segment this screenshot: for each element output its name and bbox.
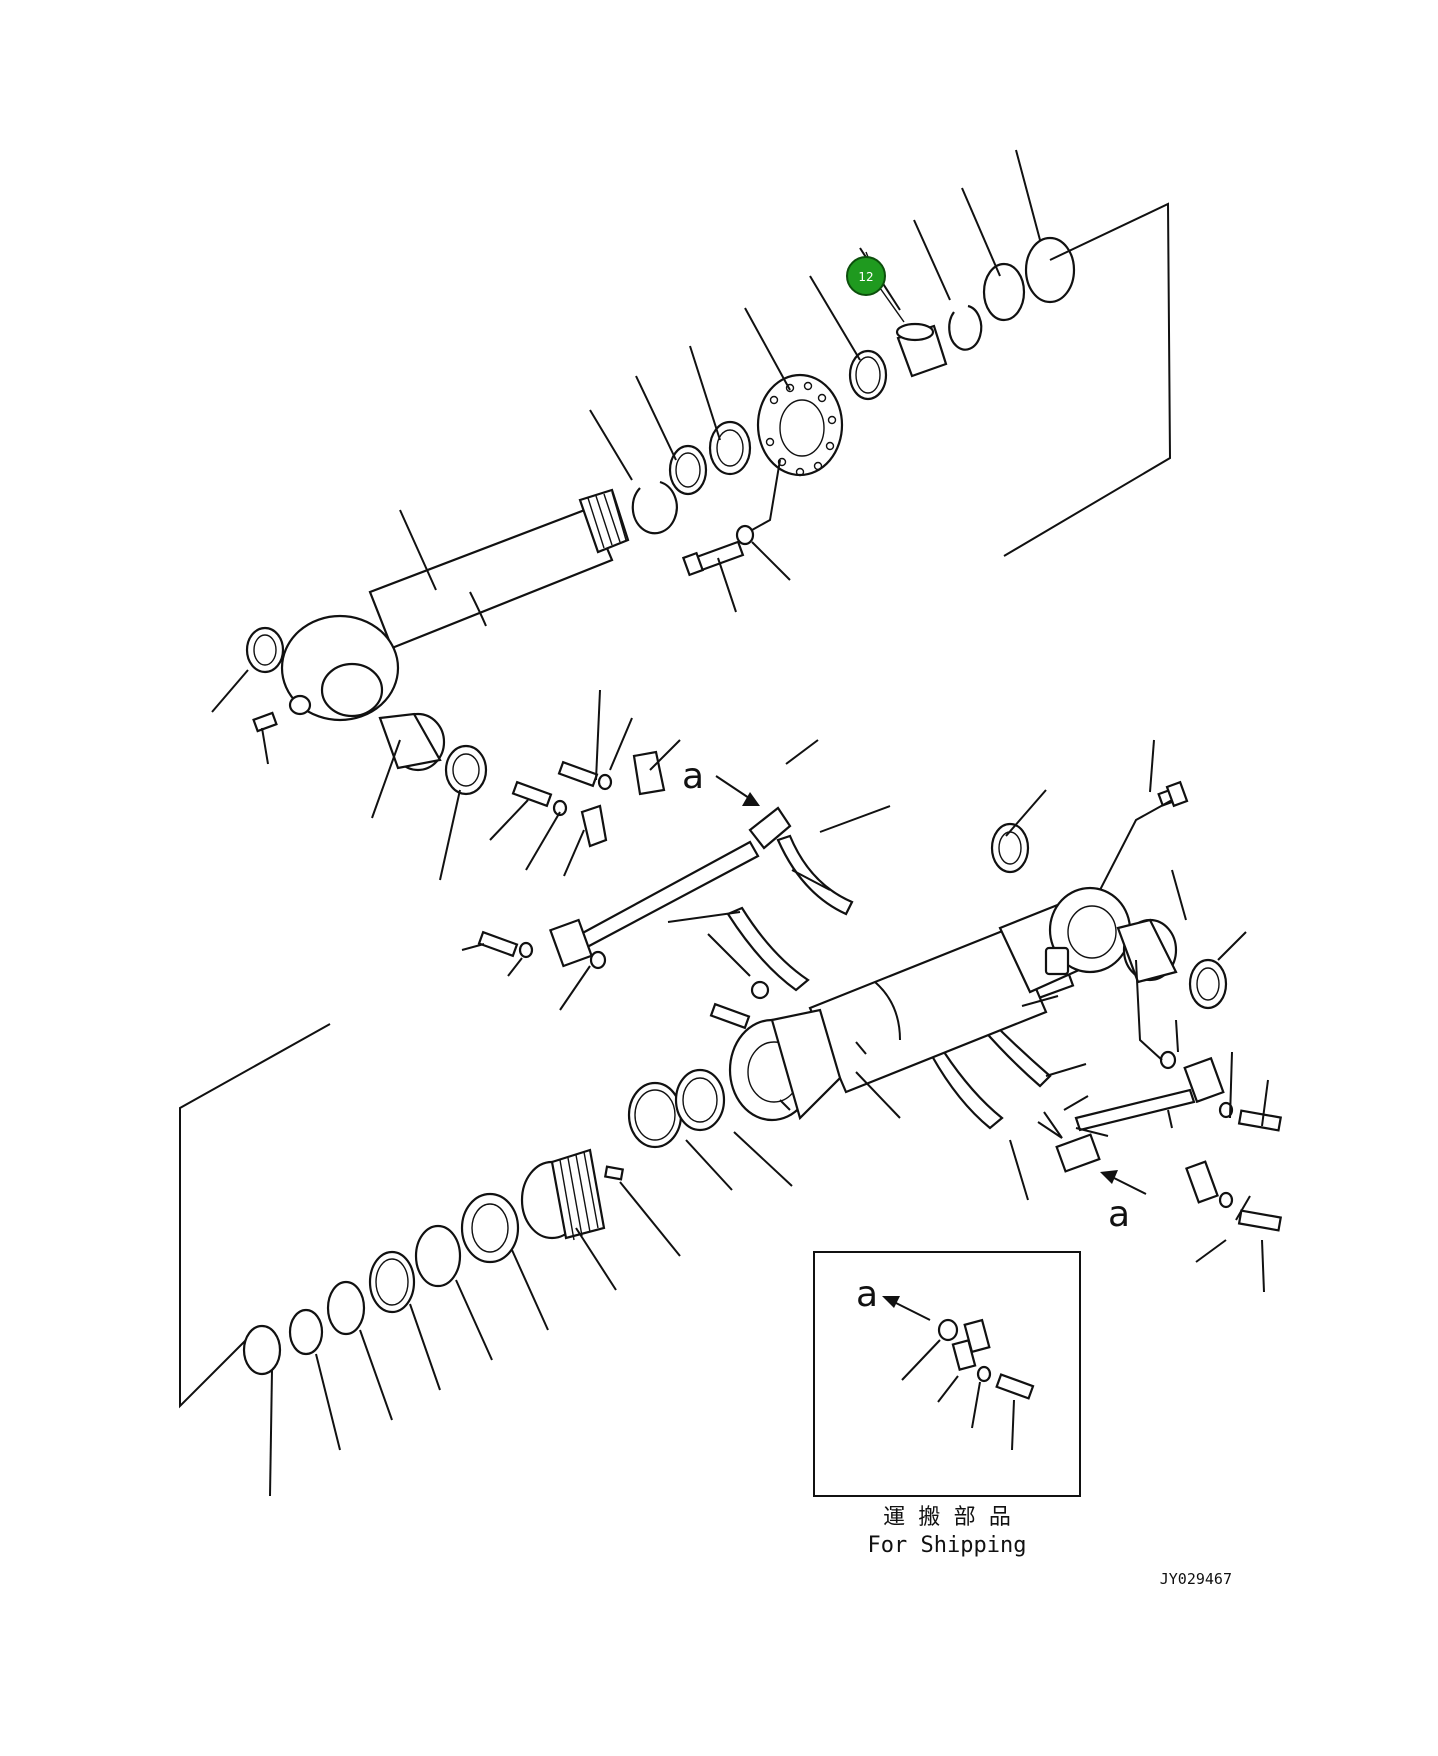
shipping-caption-en: For Shipping <box>868 1533 1027 1558</box>
drawing-id: JY029467 <box>1160 1570 1232 1588</box>
hydraulic-pipe <box>548 806 792 968</box>
inset-view-label: a <box>856 1274 878 1315</box>
view-marker-lower-label: a <box>1108 1194 1130 1235</box>
view-marker-upper-label: a <box>682 756 704 797</box>
rod-end-seal-ring <box>245 626 285 674</box>
bottom-plug <box>1159 1050 1177 1070</box>
band-clamp-left <box>726 834 854 992</box>
callout-12-number: 12 <box>858 270 873 284</box>
piston-seal-3 <box>326 1280 366 1336</box>
lower-pipe <box>1055 1056 1225 1173</box>
pipe-o-ring <box>589 950 607 970</box>
pipe-clamp-upper <box>580 750 666 848</box>
piston-seal-4 <box>288 1308 324 1356</box>
head-bushing <box>895 322 948 378</box>
piston-seal-2 <box>368 1250 416 1314</box>
head-outer-o-ring <box>1024 236 1076 304</box>
backup-ring <box>948 304 983 351</box>
rod-packing <box>668 444 708 496</box>
inset-frame <box>813 1251 1081 1497</box>
band-clamp-right <box>930 1020 1052 1130</box>
piston-seal-1 <box>414 1224 462 1288</box>
set-screw <box>603 1165 625 1181</box>
head-bolt <box>681 540 745 577</box>
snap-ring <box>631 480 678 535</box>
shipping-caption-jp: 運 搬 部 品 <box>883 1505 1011 1530</box>
piston <box>520 1148 606 1241</box>
cylinder-flange <box>728 1008 842 1122</box>
callout-12-badge[interactable] <box>846 256 886 296</box>
bottom-bushing <box>1116 918 1178 984</box>
piston-nut <box>460 1192 520 1264</box>
piston-seal-5 <box>242 1324 282 1376</box>
head-o-ring <box>848 349 888 401</box>
view-marker-upper: a <box>682 756 760 806</box>
callout-12[interactable]: 12 <box>846 251 905 323</box>
piston-wear-ring <box>627 1081 683 1149</box>
rod-dust-seal <box>444 744 488 796</box>
grease-fitting <box>252 711 278 733</box>
lower-pipe-clamp <box>1185 1160 1219 1204</box>
bottom-grease-fitting <box>1165 780 1189 808</box>
bottom-seal-ring <box>1188 958 1228 1010</box>
head-seal-ring <box>982 262 1026 322</box>
cylinder-tube <box>808 886 1132 1094</box>
bottom-seal-ring-top <box>990 822 1030 874</box>
cylinder-head <box>756 373 844 477</box>
buffer-ring <box>708 420 752 476</box>
head-washer <box>735 524 755 546</box>
leader-lines <box>179 149 1269 1497</box>
piston-rod <box>280 488 630 722</box>
piston-ring <box>674 1068 726 1132</box>
shipping-inset: a <box>813 1251 1081 1497</box>
rod-bushing <box>378 712 446 772</box>
view-marker-lower: a <box>1100 1170 1147 1235</box>
